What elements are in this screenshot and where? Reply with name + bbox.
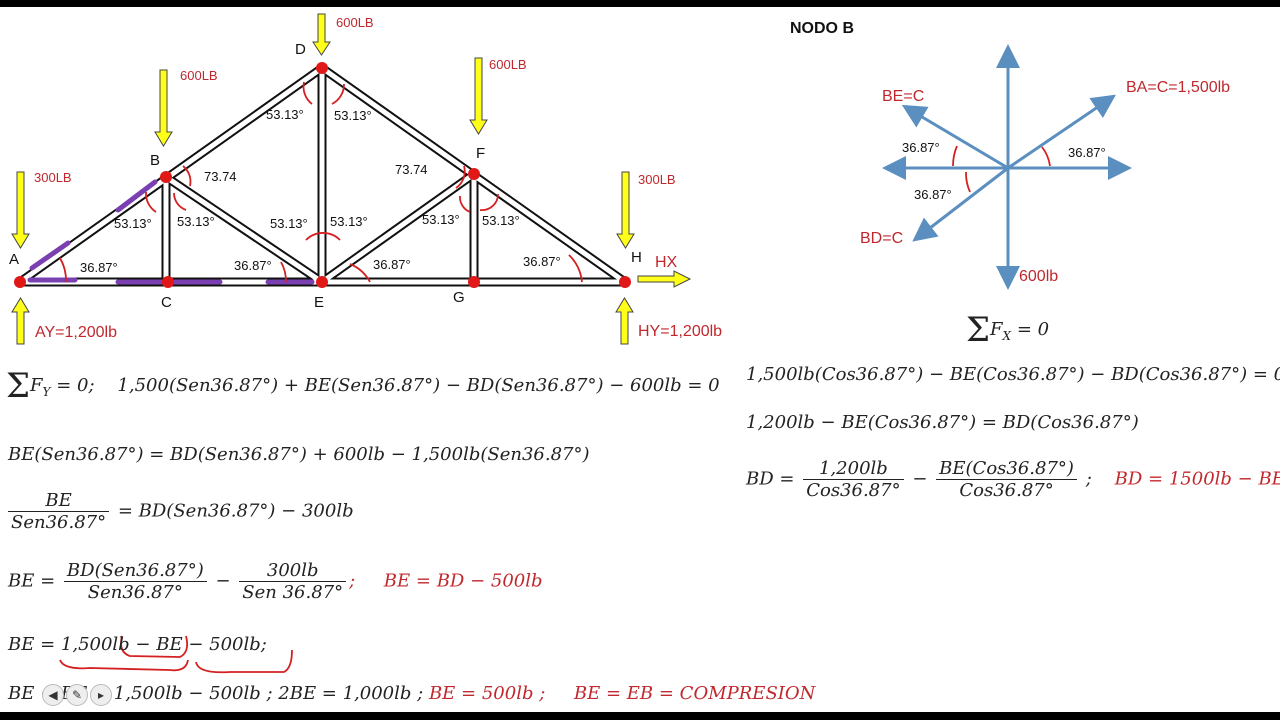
fbd-load-label: 600lb	[1019, 268, 1058, 285]
angle-label: 36.87°	[80, 260, 118, 275]
angle-label: 53.13°	[270, 216, 308, 231]
node-a-label: A	[9, 251, 19, 268]
load-h-label: 300LB	[638, 172, 676, 187]
angle-label: 53.13°	[177, 214, 215, 229]
load-f-label: 600LB	[489, 57, 527, 72]
menu-tool-icon[interactable]: ▸	[90, 684, 112, 706]
node-b-angle-arcs	[952, 145, 1051, 193]
node-b-fbd	[882, 44, 1132, 290]
equation-2: BE(Sen36.87°) = BD(Sen36.87°) + 600lb − …	[8, 444, 590, 465]
fbd-bd-label: BD=C	[860, 230, 903, 247]
fbd-ba-label: BA=C=1,500lb	[1126, 79, 1230, 96]
node-b-title: NODO B	[790, 20, 854, 37]
bottom-letterbox	[0, 712, 1280, 720]
fbd-be-label: BE=C	[882, 88, 924, 105]
reaction-arrows	[11, 270, 692, 345]
angle-label: 53.13°	[334, 108, 372, 123]
pointer-tool-icon[interactable]: ◀	[42, 684, 64, 706]
node-b-label: B	[150, 152, 160, 169]
top-letterbox	[0, 0, 1280, 7]
load-arrows	[11, 13, 635, 249]
angle-label: 73.74	[204, 169, 237, 184]
fbd-angle-label: 36.87°	[914, 187, 952, 202]
angle-label: 53.13°	[330, 214, 368, 229]
fx-equation-1: 1,500lb(Cos36.87°) − BE(Cos36.87°) − BD(…	[746, 364, 1280, 385]
angle-label: 36.87°	[373, 257, 411, 272]
sum-fy-equation: ΣFY = 0; 1,500(Sen36.87°) + BE(Sen36.87°…	[6, 366, 720, 406]
equation-5: BE = 1,500lb − BE − 500lb;	[8, 634, 267, 655]
angle-label: 53.13°	[266, 107, 304, 122]
load-a-label: 300LB	[34, 170, 72, 185]
fbd-angle-label: 36.87°	[902, 140, 940, 155]
fx-equation-2: 1,200lb − BE(Cos36.87°) = BD(Cos36.87°)	[746, 412, 1139, 433]
angle-label: 53.13°	[482, 213, 520, 228]
angle-label: 36.87°	[234, 258, 272, 273]
pen-tool-icon[interactable]: ✎	[66, 684, 88, 706]
angle-label: 53.13°	[114, 216, 152, 231]
angle-label: 73.74	[395, 162, 428, 177]
equation-6: BE + BE = 1,500lb − 500lb ; 2BE = 1,000l…	[8, 683, 816, 704]
load-d-label: 600LB	[336, 15, 374, 30]
fbd-angle-label: 36.87°	[1068, 145, 1106, 160]
node-g-label: G	[453, 289, 465, 306]
angle-label: 36.87°	[523, 254, 561, 269]
node-h-label: H	[631, 249, 642, 266]
reaction-hx-label: HX	[655, 254, 678, 271]
sum-fx-equation: ΣFX = 0	[966, 310, 1050, 350]
angle-label: 53.13°	[422, 212, 460, 227]
node-d-label: D	[295, 41, 306, 58]
reaction-ay-label: AY=1,200lb	[35, 324, 117, 341]
angle-arcs	[59, 81, 583, 283]
node-f-label: F	[476, 145, 485, 162]
node-c-label: C	[161, 294, 172, 311]
reaction-hy-label: HY=1,200lb	[638, 323, 722, 340]
node-e-label: E	[314, 294, 324, 311]
truss-nodes	[14, 62, 631, 288]
purple-force-marks	[27, 179, 315, 285]
load-b-label: 600LB	[180, 68, 218, 83]
handwritten-annotation	[59, 635, 293, 674]
